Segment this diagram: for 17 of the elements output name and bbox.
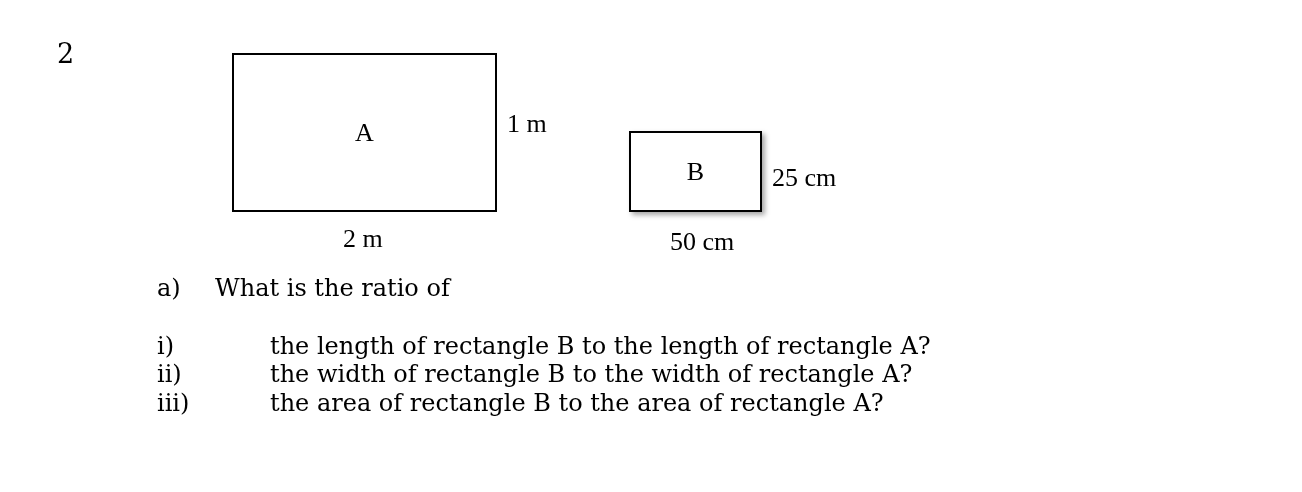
question-text: What is the ratio of: [215, 276, 450, 300]
rectangle: [232, 53, 497, 212]
subpart-label: i): [157, 334, 175, 358]
rectangle: [629, 131, 762, 212]
subpart-label: ii): [157, 362, 182, 386]
rectangle-label: A: [355, 117, 374, 148]
dimension-label: 2 m: [343, 226, 383, 252]
rectangle-label: B: [686, 156, 705, 187]
question-text: the area of rectangle B to the area of rectangle A?: [270, 391, 884, 415]
question-number: 2: [57, 40, 75, 67]
part-label: a): [157, 276, 181, 300]
question-text: the length of rectangle B to the length of rectangle A?: [270, 334, 931, 358]
subpart-label: iii): [157, 391, 190, 415]
dimension-label: 25 cm: [772, 165, 837, 191]
dimension-label: 50 cm: [670, 229, 735, 255]
dimension-label: 1 m: [507, 111, 547, 137]
question-text: the width of rectangle B to the width of rectangle A?: [270, 362, 913, 386]
